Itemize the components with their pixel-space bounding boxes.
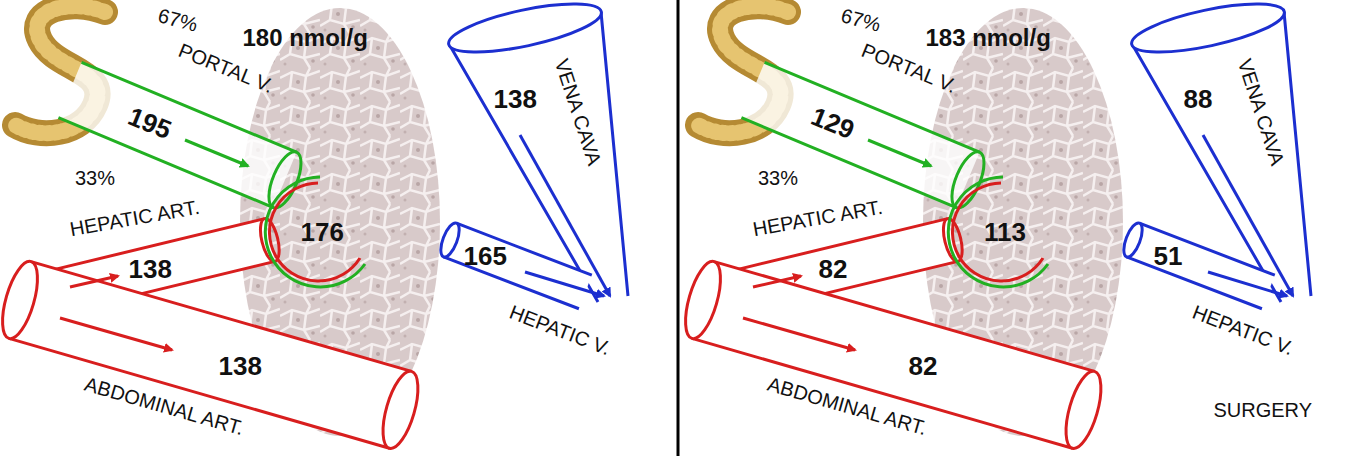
- vessel-label: HEPATIC V.: [507, 301, 614, 360]
- vessel-label: HEPATIC ART.: [69, 196, 202, 240]
- vessel-node: 165HEPATIC V.: [460, 238, 618, 364]
- concentration-value: 82: [818, 255, 847, 284]
- vessel-node: HEPATIC ART. 138: [65, 192, 206, 289]
- annotation-label: 183 nmol/g: [926, 25, 1051, 51]
- vessel-label: HEPATIC V.: [1190, 301, 1297, 360]
- vessel-node: 51HEPATIC V.: [1150, 238, 1301, 364]
- anastomosis-node: 176: [297, 214, 348, 251]
- concentration-value: 138: [218, 352, 261, 381]
- annotation-label: 67%: [156, 4, 200, 36]
- annotation-label: 180 nmol/g: [243, 25, 368, 51]
- vessel-label: VENA CAVA: [551, 56, 606, 168]
- vessel-node: 138ABDOMINAL ART.: [79, 348, 266, 444]
- annotation-label: 67%: [839, 4, 883, 36]
- vessel-node: PORTAL V.195: [121, 35, 281, 149]
- anastomosis-node: 113: [980, 214, 1030, 251]
- vessel-label: VENA CAVA: [1234, 56, 1289, 168]
- concentration-value: 113: [984, 218, 1026, 247]
- vessel-node: PORTAL V.129: [804, 35, 964, 149]
- vessel-node: 82ABDOMINAL ART.: [762, 348, 942, 444]
- vessel-node: VENA CAVA 88: [1180, 52, 1293, 171]
- concentration-value: 165: [464, 242, 507, 271]
- vessel-node: VENA CAVA 138: [490, 52, 610, 171]
- panel-divider: [677, 0, 680, 456]
- annotation-label: 33%: [758, 167, 798, 189]
- vessel-node: HEPATIC ART. 82: [748, 192, 889, 289]
- concentration-value: 176: [301, 218, 344, 247]
- vessel-label: ABDOMINAL ART.: [83, 373, 247, 439]
- annotation-label: SURGERY: [1214, 399, 1313, 421]
- annotation-label: 33%: [75, 167, 115, 189]
- control-panel: [0, 0, 628, 452]
- concentration-value: 88: [1184, 85, 1213, 114]
- concentration-value: 138: [128, 255, 171, 284]
- vessel-label: ABDOMINAL ART.: [766, 373, 930, 439]
- concentration-value: 138: [494, 85, 537, 114]
- concentration-value: 195: [125, 102, 176, 145]
- surgery-panel: [678, 0, 1311, 452]
- vessel-label: HEPATIC ART.: [752, 196, 885, 240]
- concentration-value: 82: [908, 352, 937, 381]
- concentration-value: 51: [1154, 242, 1183, 271]
- concentration-value: 129: [808, 102, 859, 145]
